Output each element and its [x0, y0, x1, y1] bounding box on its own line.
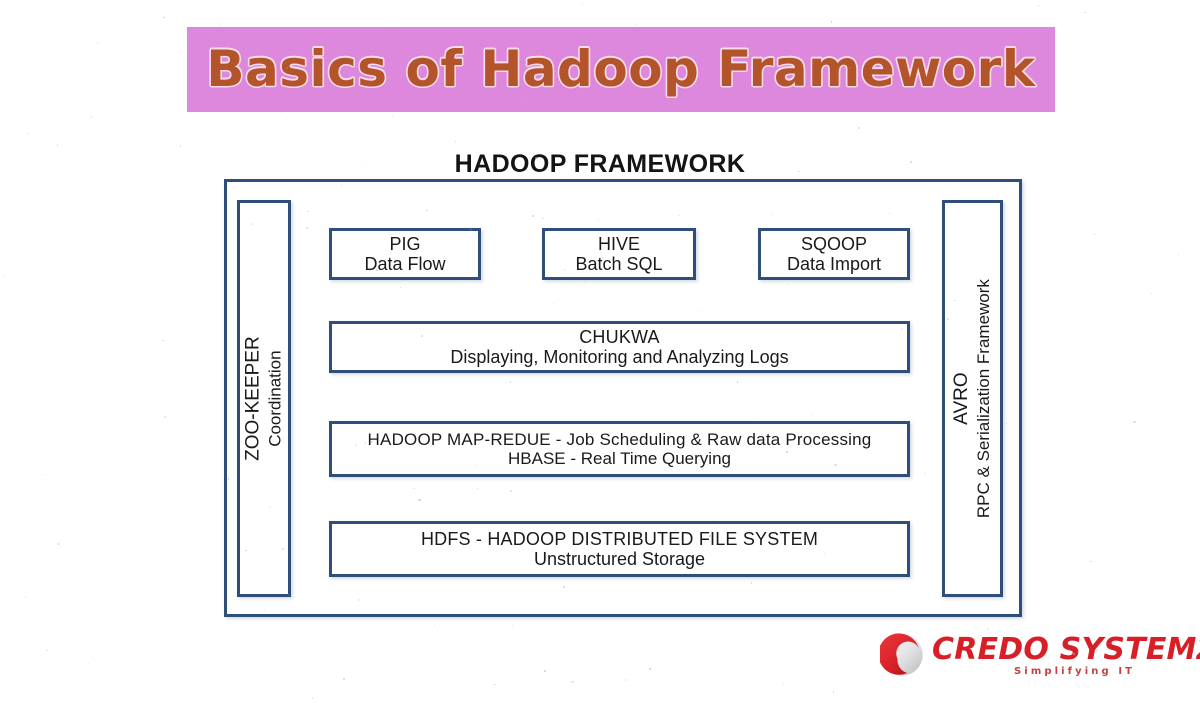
hbase-line: HBASE - Real Time Querying: [508, 449, 731, 468]
logo-tagline: Simplifying IT: [1014, 666, 1136, 677]
pig-title: PIG: [389, 233, 421, 254]
zookeeper-pillar-text: ZOO-KEEPER Coordination: [242, 336, 285, 461]
chukwa-subtitle: Displaying, Monitoring and Analyzing Log…: [450, 347, 789, 367]
title-banner: Basics of Hadoop Framework: [187, 27, 1055, 112]
sqoop-box: SQOOP Data Import: [758, 228, 910, 280]
chukwa-box: CHUKWA Displaying, Monitoring and Analyz…: [329, 321, 910, 373]
credo-systemz-logo: CREDO SYSTEMZ Simplifying IT: [880, 630, 1200, 688]
hive-subtitle: Batch SQL: [575, 254, 663, 274]
diagram-heading: HADOOP FRAMEWORK: [454, 150, 746, 178]
pig-subtitle: Data Flow: [364, 254, 446, 274]
zookeeper-pillar: ZOO-KEEPER Coordination: [237, 200, 291, 597]
page-title: Basics of Hadoop Framework: [206, 39, 1036, 98]
chukwa-title: CHUKWA: [579, 326, 660, 347]
pig-box: PIG Data Flow: [329, 228, 481, 280]
avro-pillar-text: AVRO RPC & Serialization Framework: [951, 279, 994, 518]
zookeeper-subtitle: Coordination: [265, 350, 285, 447]
mapreduce-line: HADOOP MAP-REDUE - Job Scheduling & Raw …: [367, 429, 872, 449]
avro-pillar: AVRO RPC & Serialization Framework: [942, 200, 1003, 597]
avro-subtitle: RPC & Serialization Framework: [973, 278, 993, 519]
hdfs-title: HDFS - HADOOP DISTRIBUTED FILE SYSTEM: [420, 528, 819, 549]
avro-title: AVRO: [950, 372, 972, 425]
credo-swoosh-icon: [880, 633, 923, 676]
logo-wordmark: CREDO SYSTEMZ: [932, 632, 1200, 667]
hdfs-box: HDFS - HADOOP DISTRIBUTED FILE SYSTEM Un…: [329, 521, 910, 577]
sqoop-title: SQOOP: [800, 233, 867, 254]
hive-title: HIVE: [597, 233, 640, 254]
sqoop-subtitle: Data Import: [786, 254, 882, 274]
hive-box: HIVE Batch SQL: [542, 228, 696, 280]
zookeeper-title: ZOO-KEEPER: [242, 336, 264, 461]
mapreduce-hbase-box: HADOOP MAP-REDUE - Job Scheduling & Raw …: [329, 421, 910, 477]
hdfs-subtitle: Unstructured Storage: [533, 549, 706, 569]
